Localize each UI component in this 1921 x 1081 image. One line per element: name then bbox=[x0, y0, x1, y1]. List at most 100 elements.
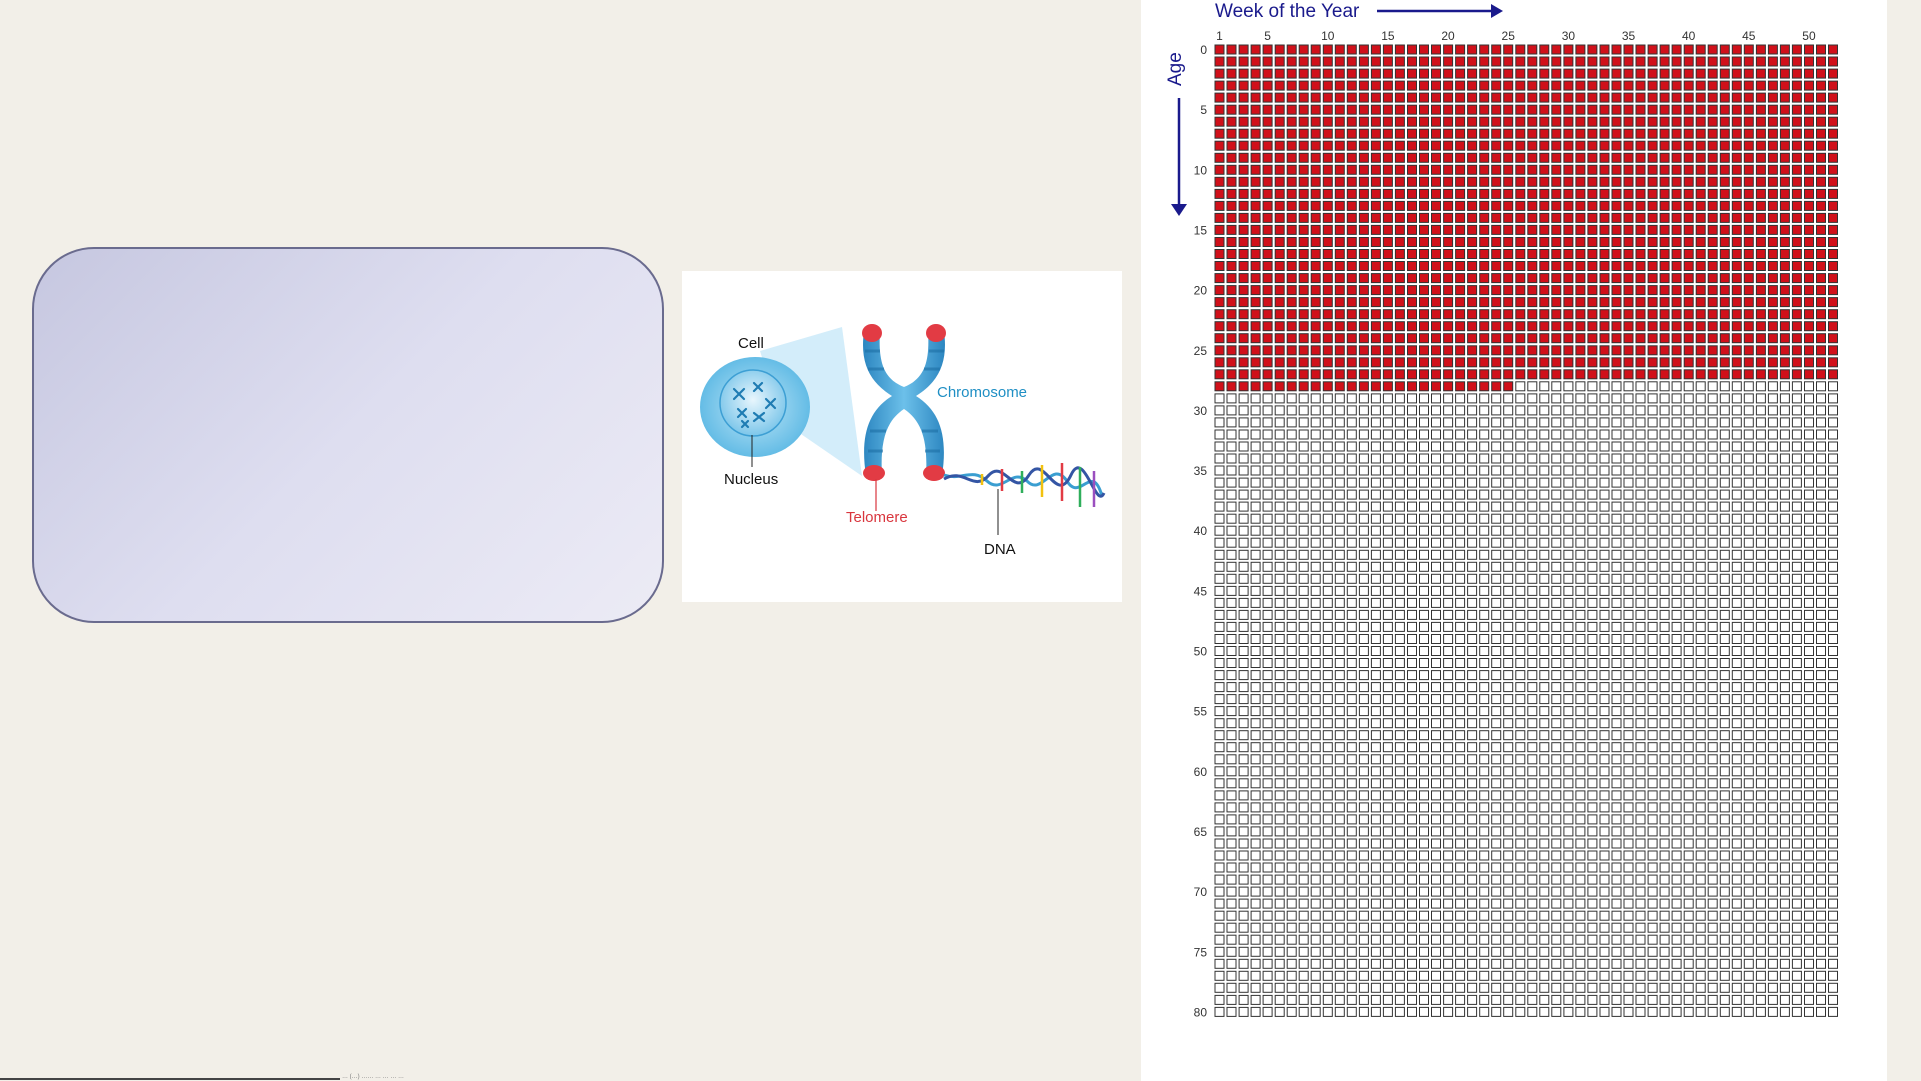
week-cell-remaining bbox=[1479, 766, 1490, 777]
week-cell-remaining bbox=[1635, 417, 1646, 428]
week-cell-remaining bbox=[1310, 597, 1321, 608]
week-cell-remaining bbox=[1635, 898, 1646, 909]
week-cell-lived bbox=[1346, 176, 1357, 187]
week-cell-remaining bbox=[1791, 862, 1802, 873]
week-cell-remaining bbox=[1491, 910, 1502, 921]
week-cell-remaining bbox=[1262, 982, 1273, 993]
week-cell-remaining bbox=[1467, 982, 1478, 993]
week-cell-lived bbox=[1816, 44, 1826, 55]
week-cell-remaining bbox=[1659, 393, 1670, 404]
week-cell-lived bbox=[1743, 44, 1754, 55]
week-cell-lived bbox=[1804, 164, 1814, 175]
week-cell-lived bbox=[1274, 188, 1285, 199]
week-cell-remaining bbox=[1214, 634, 1225, 644]
week-cell-remaining bbox=[1683, 982, 1694, 993]
week-cell-remaining bbox=[1671, 886, 1682, 897]
week-cell-remaining bbox=[1527, 790, 1538, 801]
week-cell-lived bbox=[1262, 176, 1273, 187]
week-cell-remaining bbox=[1394, 561, 1405, 572]
week-cell-lived bbox=[1286, 200, 1297, 211]
week-cell-lived bbox=[1370, 333, 1381, 344]
week-cell-remaining bbox=[1346, 946, 1357, 957]
week-cell-remaining bbox=[1828, 465, 1838, 476]
week-cell-remaining bbox=[1322, 1006, 1333, 1017]
week-cell-remaining bbox=[1828, 634, 1838, 644]
week-cell-remaining bbox=[1563, 790, 1574, 801]
week-cell-remaining bbox=[1503, 814, 1514, 825]
week-cell-lived bbox=[1250, 80, 1261, 91]
week-cell-remaining bbox=[1719, 970, 1730, 981]
week-cell-remaining bbox=[1767, 477, 1778, 488]
week-cell-remaining bbox=[1250, 393, 1261, 404]
week-cell-remaining bbox=[1816, 826, 1826, 837]
week-cell-lived bbox=[1623, 56, 1634, 67]
week-cell-remaining bbox=[1250, 994, 1261, 1005]
week-cell-remaining bbox=[1611, 946, 1622, 957]
week-cell-remaining bbox=[1551, 982, 1562, 993]
week-cell-lived bbox=[1828, 297, 1838, 308]
week-cell-remaining bbox=[1358, 441, 1369, 452]
week-cell-remaining bbox=[1238, 393, 1249, 404]
week-cell-remaining bbox=[1539, 597, 1550, 608]
week-cell-lived bbox=[1491, 249, 1502, 259]
week-cell-lived bbox=[1346, 285, 1357, 296]
week-cell-lived bbox=[1791, 261, 1802, 271]
week-cell-lived bbox=[1491, 128, 1502, 139]
week-cell-remaining bbox=[1467, 417, 1478, 428]
week-cell-remaining bbox=[1647, 609, 1658, 620]
week-cell-remaining bbox=[1671, 946, 1682, 957]
week-cell-lived bbox=[1671, 297, 1682, 308]
week-cell-remaining bbox=[1551, 718, 1562, 729]
week-cell-lived bbox=[1816, 80, 1826, 91]
week-cell-remaining bbox=[1431, 802, 1441, 813]
week-cell-remaining bbox=[1683, 898, 1694, 909]
week-cell-remaining bbox=[1707, 898, 1718, 909]
week-cell-remaining bbox=[1238, 790, 1249, 801]
week-cell-lived bbox=[1779, 249, 1790, 259]
week-cell-lived bbox=[1274, 92, 1285, 103]
week-cell-lived bbox=[1791, 56, 1802, 67]
week-cell-remaining bbox=[1804, 970, 1814, 981]
week-cell-remaining bbox=[1539, 501, 1550, 512]
week-cell-remaining bbox=[1683, 477, 1694, 488]
week-cell-remaining bbox=[1671, 910, 1682, 921]
week-cell-remaining bbox=[1419, 405, 1429, 416]
y-tick-label: 55 bbox=[1194, 705, 1208, 719]
week-cell-remaining bbox=[1539, 730, 1550, 741]
week-cell-lived bbox=[1551, 200, 1562, 211]
week-cell-remaining bbox=[1755, 838, 1766, 849]
week-cell-remaining bbox=[1755, 718, 1766, 729]
week-cell-remaining bbox=[1779, 958, 1790, 969]
week-cell-lived bbox=[1479, 176, 1490, 187]
week-cell-remaining bbox=[1635, 489, 1646, 500]
week-cell-remaining bbox=[1358, 597, 1369, 608]
week-cell-lived bbox=[1695, 237, 1706, 247]
week-cell-remaining bbox=[1659, 537, 1670, 548]
week-cell-lived bbox=[1491, 152, 1502, 163]
week-cell-lived bbox=[1394, 128, 1405, 139]
week-cell-remaining bbox=[1443, 922, 1454, 933]
week-cell-remaining bbox=[1695, 970, 1706, 981]
week-cell-lived bbox=[1419, 80, 1429, 91]
week-cell-remaining bbox=[1407, 706, 1417, 717]
week-cell-remaining bbox=[1286, 489, 1297, 500]
week-cell-remaining bbox=[1767, 826, 1778, 837]
week-cell-remaining bbox=[1334, 513, 1345, 524]
week-cell-remaining bbox=[1214, 525, 1225, 536]
week-cell-remaining bbox=[1575, 838, 1586, 849]
week-cell-remaining bbox=[1828, 453, 1838, 464]
week-cell-lived bbox=[1358, 224, 1369, 235]
week-cell-remaining bbox=[1779, 453, 1790, 464]
week-cell-lived bbox=[1731, 333, 1742, 344]
week-cell-lived bbox=[1539, 297, 1550, 308]
week-cell-remaining bbox=[1671, 477, 1682, 488]
week-cell-remaining bbox=[1262, 910, 1273, 921]
week-cell-remaining bbox=[1346, 970, 1357, 981]
week-cell-lived bbox=[1816, 140, 1826, 151]
week-cell-remaining bbox=[1503, 994, 1514, 1005]
week-cell-remaining bbox=[1767, 1006, 1778, 1017]
week-cell-remaining bbox=[1394, 537, 1405, 548]
week-cell-remaining bbox=[1551, 766, 1562, 777]
week-cell-remaining bbox=[1394, 826, 1405, 837]
week-cell-remaining bbox=[1804, 634, 1814, 644]
